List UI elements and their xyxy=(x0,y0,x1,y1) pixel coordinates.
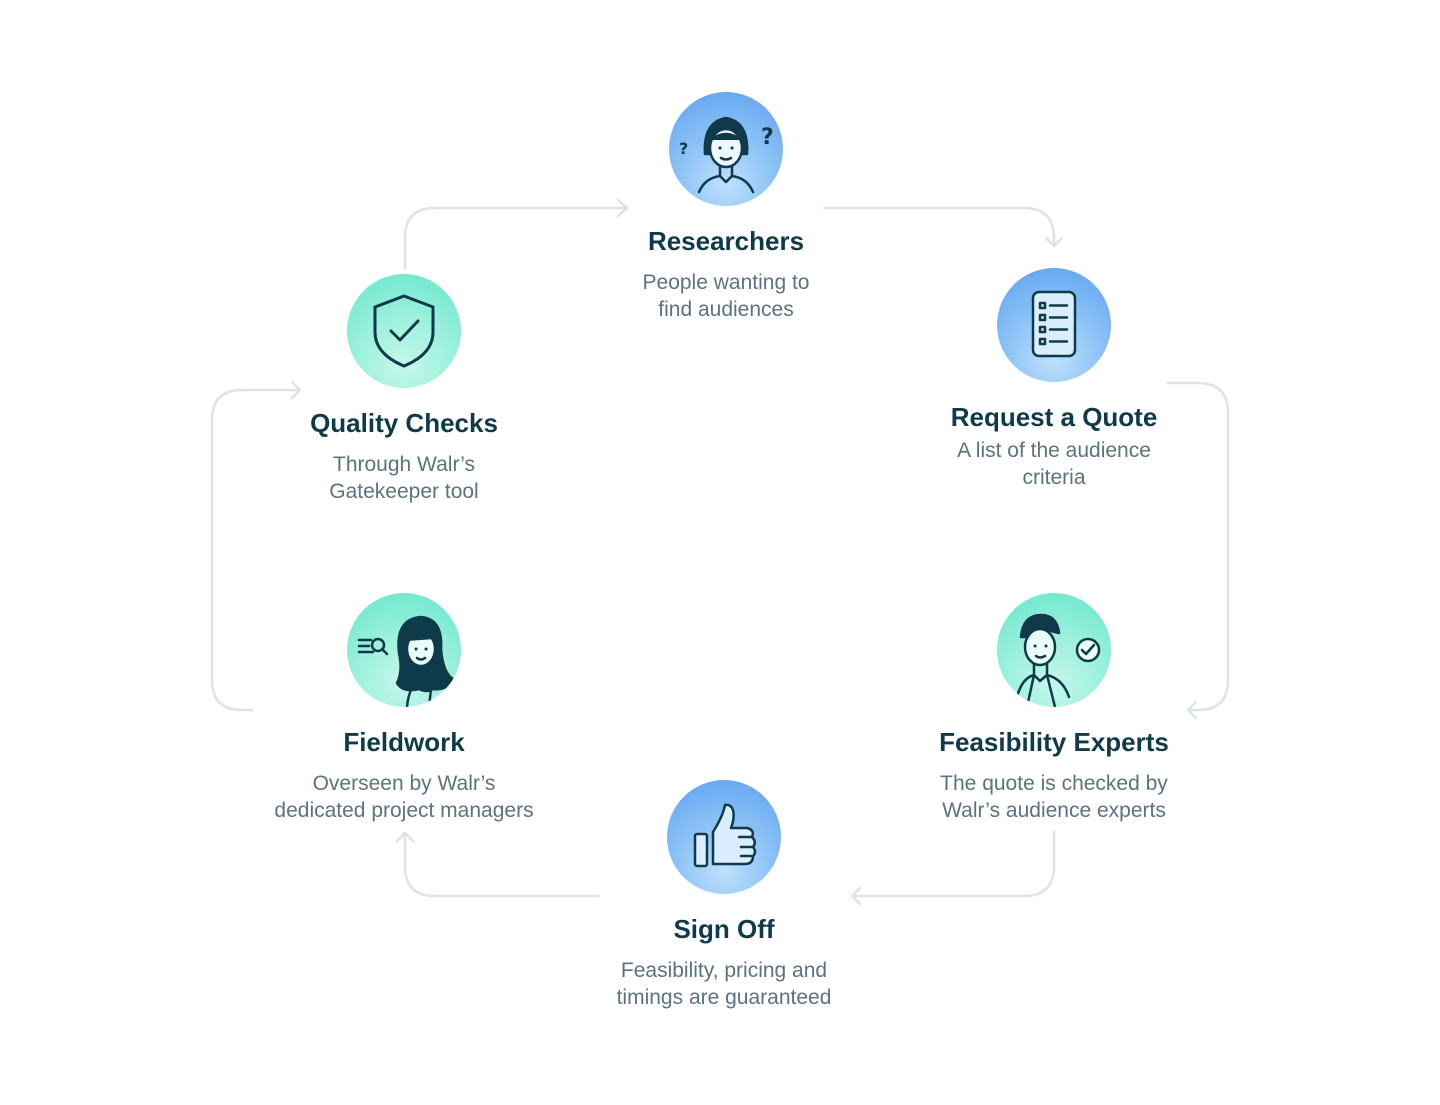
manager-search-icon xyxy=(357,615,455,707)
arrow-fieldwork-to-quality xyxy=(210,388,302,712)
arrow-researchers-to-quote xyxy=(822,206,1056,248)
node-quality-checks: Quality Checks Through Walr’s Gatekeeper… xyxy=(224,274,584,505)
researchers-description: People wanting to find audiences xyxy=(642,271,810,321)
sign-off-title: Sign Off xyxy=(673,914,775,944)
request-quote-icon-circle xyxy=(997,268,1111,382)
shield-check-icon xyxy=(373,294,435,368)
arrowhead-signoff xyxy=(850,886,862,906)
svg-text:?: ? xyxy=(761,125,774,150)
arrowhead-fieldwork xyxy=(395,831,415,843)
node-fieldwork: Fieldwork Overseen by Walr’s dedicated p… xyxy=(224,593,584,824)
researchers-title: Researchers xyxy=(647,226,805,256)
node-feasibility-experts: Feasibility Experts The quote is checked… xyxy=(874,593,1234,824)
node-request-quote: Request a Quote A list of the audience c… xyxy=(874,268,1234,491)
arrowhead-researchers xyxy=(616,198,629,218)
arrowhead-quality xyxy=(290,380,302,400)
arrow-quality-to-researchers xyxy=(403,206,629,270)
expert-check-icon xyxy=(1013,613,1101,707)
sign-off-description: Feasibility, pricing and timings are gua… xyxy=(616,959,832,1009)
arrowhead-quote xyxy=(1044,236,1064,248)
feasibility-experts-title: Feasibility Experts xyxy=(939,727,1169,757)
request-quote-description: A list of the audience criteria xyxy=(957,439,1151,489)
quality-checks-icon-circle xyxy=(347,274,461,388)
arrowhead-feasibility xyxy=(1186,700,1198,720)
arrow-quote-to-feasibility xyxy=(1166,381,1230,712)
fieldwork-description: Overseen by Walr’s dedicated project man… xyxy=(274,772,534,822)
arrow-feasibility-to-signoff xyxy=(850,830,1056,898)
feasibility-icon-circle xyxy=(997,593,1111,707)
node-researchers: ? ? Researchers People wanting to find a… xyxy=(546,92,906,323)
feasibility-experts-description: The quote is checked by Walr’s audience … xyxy=(940,772,1168,822)
fieldwork-icon-circle xyxy=(347,593,461,707)
sign-off-icon-circle xyxy=(667,780,781,894)
thumbs-up-icon xyxy=(693,803,757,868)
researchers-icon-circle: ? ? xyxy=(669,92,783,206)
fieldwork-title: Fieldwork xyxy=(343,727,465,757)
quality-checks-title: Quality Checks xyxy=(310,408,498,438)
node-sign-off: Sign Off Feasibility, pricing and timing… xyxy=(544,780,904,1011)
request-quote-title: Request a Quote xyxy=(950,402,1158,432)
svg-text:?: ? xyxy=(679,139,688,158)
quality-checks-description: Through Walr’s Gatekeeper tool xyxy=(329,453,479,503)
researcher-question-icon: ? ? xyxy=(679,116,774,194)
checklist-document-icon xyxy=(1031,290,1077,358)
arrow-signoff-to-fieldwork xyxy=(403,831,600,898)
